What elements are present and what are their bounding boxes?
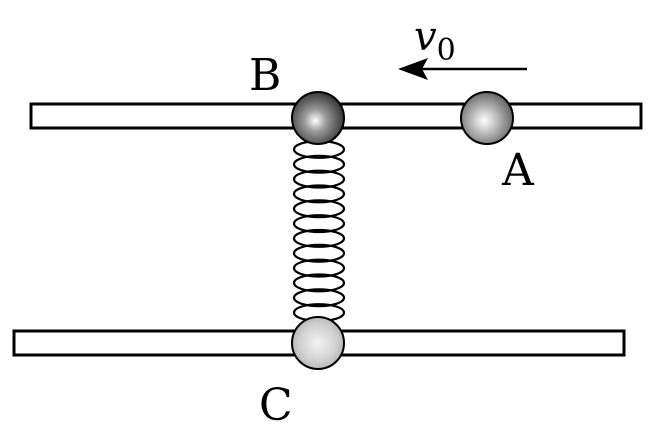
ball-b xyxy=(291,91,345,145)
velocity-symbol: v xyxy=(414,14,437,60)
velocity-subscript: 0 xyxy=(437,33,456,68)
velocity-label: v0 xyxy=(414,14,456,68)
spring-coil xyxy=(292,154,346,174)
spring-coil xyxy=(292,228,346,248)
label-a: A xyxy=(501,145,535,196)
label-c: C xyxy=(259,380,293,431)
spring-coil xyxy=(292,184,346,204)
spring-coil xyxy=(292,288,346,308)
spring-coil xyxy=(292,169,346,189)
velocity-arrow-head xyxy=(398,58,428,80)
spring-coil xyxy=(292,273,346,293)
spring-coil xyxy=(292,214,346,234)
spring-coil xyxy=(292,258,346,278)
ball-c xyxy=(291,316,345,370)
spring xyxy=(292,139,346,323)
ball-a xyxy=(460,91,514,145)
label-b: B xyxy=(249,50,281,101)
spring-coil xyxy=(292,243,346,263)
spring-coil xyxy=(292,199,346,219)
